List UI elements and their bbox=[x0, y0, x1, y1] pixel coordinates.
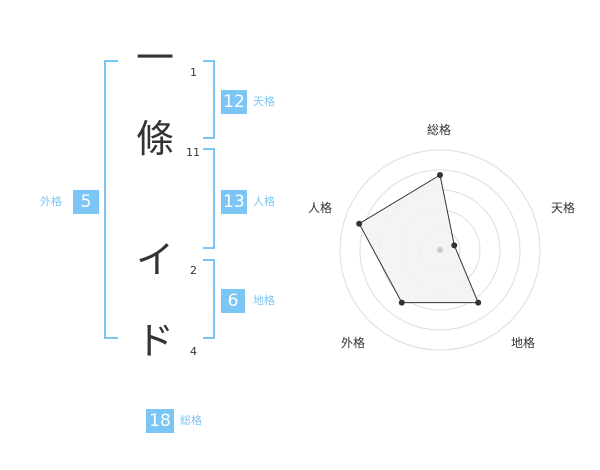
name-char-4: ド bbox=[135, 319, 174, 363]
soukaku-label: 総格 bbox=[180, 414, 202, 427]
radar-axis-label-gaikaku: 外格 bbox=[341, 336, 366, 350]
name-char-1: 一 bbox=[135, 36, 174, 80]
radar-point-2 bbox=[475, 299, 482, 306]
stroke-count-4: 4 bbox=[190, 345, 197, 358]
radar-ring-4 bbox=[359, 169, 521, 331]
gaikaku-value-badge: 5 bbox=[73, 190, 99, 214]
name-char-3: イ bbox=[135, 238, 174, 282]
radar-axis-label-chikaku: 地格 bbox=[511, 336, 536, 350]
gaikaku-label: 外格 bbox=[40, 195, 62, 208]
name-char-2: 條 bbox=[135, 117, 174, 161]
soukaku-value-badge: 18 bbox=[146, 409, 174, 433]
tenkaku-label: 天格 bbox=[253, 95, 275, 108]
radar-series-polygon bbox=[358, 174, 479, 304]
radar-chart bbox=[339, 149, 541, 351]
gaikaku-bracket bbox=[104, 60, 118, 339]
stroke-count-1: 1 bbox=[190, 66, 197, 79]
jinkaku-bracket bbox=[203, 148, 215, 249]
radar-axis-label-soukaku: 総格 bbox=[427, 123, 452, 137]
jinkaku-label: 人格 bbox=[253, 195, 275, 208]
chikaku-bracket bbox=[203, 259, 215, 339]
stroke-count-2: 11 bbox=[186, 146, 200, 159]
stroke-count-3: 2 bbox=[190, 264, 197, 277]
radar-point-1 bbox=[451, 242, 458, 249]
radar-ring-5 bbox=[339, 149, 541, 351]
chikaku-value-badge: 6 bbox=[221, 289, 245, 313]
tenkaku-bracket bbox=[203, 60, 215, 139]
chikaku-label: 地格 bbox=[253, 294, 275, 307]
radar-center-dot bbox=[437, 247, 443, 253]
radar-point-3 bbox=[398, 299, 405, 306]
jinkaku-value-badge: 13 bbox=[221, 190, 247, 214]
radar-point-0 bbox=[437, 172, 443, 178]
tenkaku-value-badge: 12 bbox=[221, 90, 247, 114]
radar-point-4 bbox=[356, 220, 363, 227]
radar-axis-label-jinkaku: 人格 bbox=[308, 201, 333, 215]
radar-axis-label-tenkaku: 天格 bbox=[551, 201, 576, 215]
